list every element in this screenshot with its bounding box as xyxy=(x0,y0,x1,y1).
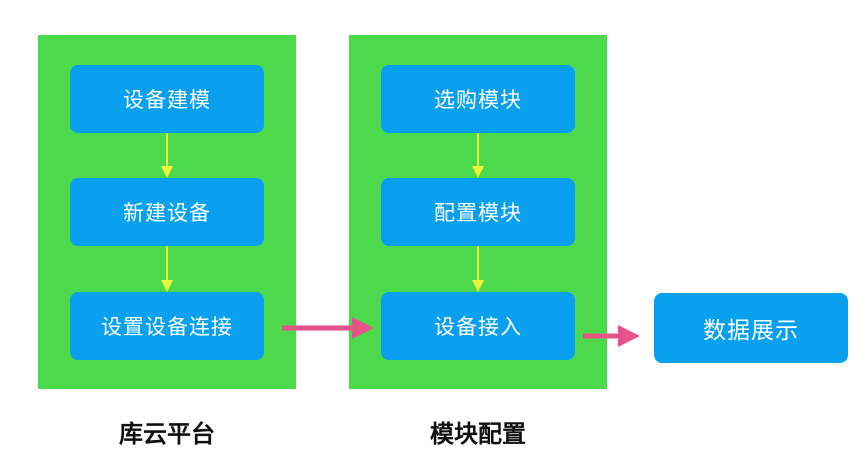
step-device-modeling: 设备建模 xyxy=(70,65,264,133)
arrow-access-to-display xyxy=(583,325,640,347)
arrow-configure-to-access xyxy=(472,246,484,292)
step-device-connection: 设置设备连接 xyxy=(70,292,264,360)
panel-caption-cloud-platform: 库云平台 xyxy=(119,420,215,448)
step-device-access: 设备接入 xyxy=(381,292,575,360)
step-new-device: 新建设备 xyxy=(70,178,264,246)
panel-caption-module-config: 模块配置 xyxy=(430,420,526,448)
step-configure-module: 配置模块 xyxy=(381,178,575,246)
arrow-modeling-to-new-device xyxy=(161,133,173,178)
arrow-new-device-to-connection xyxy=(161,246,173,292)
step-buy-module: 选购模块 xyxy=(381,65,575,133)
step-data-display: 数据展示 xyxy=(654,293,848,363)
arrow-buy-to-configure xyxy=(472,133,484,178)
arrow-connection-to-access xyxy=(282,317,374,339)
